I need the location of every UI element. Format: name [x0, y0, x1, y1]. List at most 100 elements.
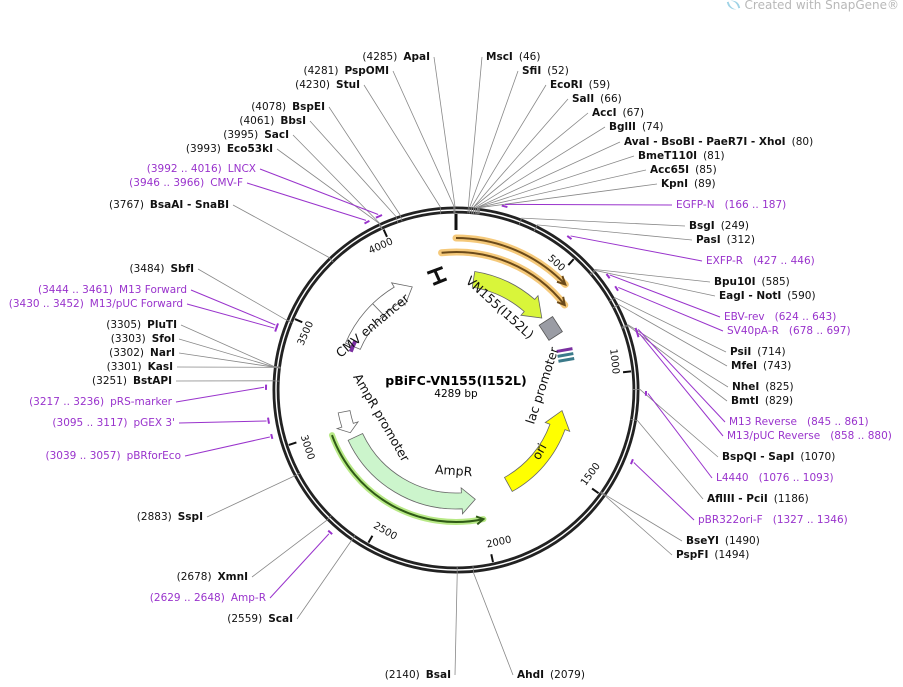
primer-label[interactable]: 39924016LNCX [147, 163, 256, 175]
primer-label[interactable]: 32173236pRS-marker [29, 396, 172, 408]
cut-position: 829 [765, 395, 793, 407]
restriction-site-label[interactable]: 3484SbfI [129, 263, 194, 275]
restriction-site-label[interactable]: 3305PluTI [106, 319, 177, 331]
restriction-site-label[interactable]: 3251BstAPI [92, 375, 172, 387]
restriction-site-label[interactable]: BmeT110I81 [638, 150, 725, 162]
site-leader-line [474, 126, 606, 215]
primer-start: 845 [811, 416, 832, 428]
restriction-site-label[interactable]: PasI312 [696, 234, 755, 246]
primer-name: pGEX 3' [133, 417, 175, 429]
primer-end: 3966 [173, 177, 201, 189]
restriction-site-label[interactable]: EagI - NotI590 [719, 290, 816, 302]
lac-operator-marker [556, 347, 573, 353]
restriction-site-label[interactable]: 4281PspOMI [303, 65, 389, 77]
range-separator [181, 592, 194, 604]
primer-label[interactable]: EBV-rev624643 [724, 311, 836, 323]
restriction-site-label[interactable]: AflIII - PciI1186 [707, 493, 809, 505]
watermark-brand: SnapGene [825, 0, 887, 12]
restriction-site-label[interactable]: MfeI743 [731, 360, 791, 372]
primer-name: M13/pUC Forward [89, 298, 183, 310]
enzyme-name: BseYI [686, 535, 719, 547]
enzyme-name: AvaI - BsoBI - PaeR7I - XhoI [624, 136, 786, 148]
restriction-site-label[interactable]: 3303SfoI [111, 333, 175, 345]
plasmid-name: pBiFC-VN155(I152L) [385, 373, 527, 388]
restriction-site-label[interactable]: KpnI89 [661, 178, 716, 190]
restriction-site-label[interactable]: 3767BsaAI - SnaBI [109, 199, 229, 211]
restriction-site-label[interactable]: NheI825 [732, 381, 794, 393]
restriction-site-label[interactable]: 3302NarI [109, 347, 175, 359]
range-separator [76, 450, 89, 462]
feature-label-ampr[interactable]: AmpR [434, 461, 473, 480]
enzyme-name: PasI [696, 234, 721, 246]
primer-label[interactable]: 30953117pGEX 3' [52, 417, 175, 429]
primer-label[interactable]: 26292648Amp-R [150, 592, 266, 604]
restriction-site-label[interactable]: 4061BbsI [239, 115, 306, 127]
cut-position: 3301 [107, 361, 142, 373]
restriction-site-label[interactable]: AccI67 [592, 107, 644, 119]
primer-end: 3461 [82, 284, 109, 296]
primer-label[interactable]: 34443461M13 Forward [38, 284, 187, 296]
restriction-site-label[interactable]: MscI46 [486, 51, 540, 63]
scale-tick [382, 229, 388, 238]
cut-position: 81 [703, 150, 725, 162]
primer-binding-marker [630, 458, 634, 465]
restriction-site-label[interactable]: 2678XmnI [177, 571, 248, 583]
site-leader-line [309, 120, 399, 223]
primer-label[interactable]: M13/pUC Reverse858880 [727, 430, 892, 442]
primer-label[interactable]: SV40pA-R678697 [727, 325, 851, 337]
restriction-site-label[interactable]: Acc65I85 [650, 164, 717, 176]
site-leader-line [328, 106, 403, 222]
restriction-site-label[interactable]: PsiI714 [730, 346, 786, 358]
enzyme-name: StuI [336, 79, 360, 91]
snapgene-logo-icon [726, 0, 740, 12]
restriction-site-label[interactable]: 3993Eco53kI [186, 143, 273, 155]
restriction-site-label[interactable]: AhdI2079 [517, 669, 585, 681]
restriction-site-label[interactable]: 4230StuI [295, 79, 360, 91]
primer-label[interactable]: 34303452M13/pUC Forward [9, 298, 183, 310]
restriction-site-label[interactable]: AvaI - BsoBI - PaeR7I - XhoI80 [624, 136, 813, 148]
restriction-site-label[interactable]: 2140BsaI [385, 669, 451, 681]
primer-label[interactable]: 39463966CMV-F [129, 177, 243, 189]
primer-label[interactable]: M13 Reverse845861 [729, 416, 869, 428]
restriction-site-label[interactable]: 2559ScaI [227, 613, 293, 625]
primer-label[interactable]: EGFP-N166187 [676, 199, 786, 211]
restriction-site-label[interactable]: 4078BspEI [251, 101, 325, 113]
primer-start: 3430 [12, 298, 40, 310]
cmv-f-primer-marker [348, 340, 358, 353]
scale-tick [591, 487, 600, 495]
cut-position: 3251 [92, 375, 127, 387]
primer-label[interactable]: EXFP-R427446 [706, 255, 815, 267]
restriction-site-label[interactable]: 3301KasI [107, 361, 173, 373]
restriction-site-label[interactable]: BspQI - SapI1070 [722, 451, 835, 463]
primer-end: 1346 [816, 514, 844, 526]
primer-label[interactable]: 30393057pBRforEco [46, 450, 181, 462]
restriction-site-label[interactable]: 2883 SspI [137, 511, 203, 523]
restriction-site-label[interactable]: SalI66 [572, 93, 622, 105]
site-leader-line [433, 56, 456, 214]
enzyme-name: PsiI [730, 346, 752, 358]
restriction-site-label[interactable]: EcoRI59 [550, 79, 610, 91]
enzyme-name: BspEI [292, 101, 325, 113]
restriction-site-label[interactable]: BglII74 [609, 121, 664, 133]
restriction-site-label[interactable]: 3995SacI [223, 129, 289, 141]
primer-label[interactable]: pBR322ori-F13271346 [698, 514, 848, 526]
restriction-site-label[interactable]: PspFI1494 [676, 549, 749, 561]
enzyme-name: ApaI [403, 51, 430, 63]
restriction-site-label[interactable]: BseYI1490 [686, 535, 760, 547]
primer-start: 3039 [49, 450, 77, 462]
restriction-site-label[interactable]: BmtI829 [731, 395, 793, 407]
enzyme-name: SfoI [151, 333, 175, 345]
primer-leader-line [505, 203, 673, 206]
cut-position: 2883 [137, 511, 172, 523]
restriction-site-label[interactable]: 4285ApaI [362, 51, 430, 63]
primer-start: 3095 [56, 417, 84, 429]
primer-end: 187 [762, 199, 783, 211]
restriction-site-label[interactable]: BsgI249 [689, 220, 749, 232]
restriction-site-label[interactable]: SfiI52 [522, 65, 569, 77]
primer-name: M13 Forward [119, 284, 187, 296]
primer-label[interactable]: L444010761093 [716, 472, 834, 484]
primer-leader-line [618, 286, 724, 332]
primer-end: 861 [844, 416, 865, 428]
enzyme-name: SspI [177, 511, 203, 523]
restriction-site-label[interactable]: Bpu10I585 [714, 276, 790, 288]
